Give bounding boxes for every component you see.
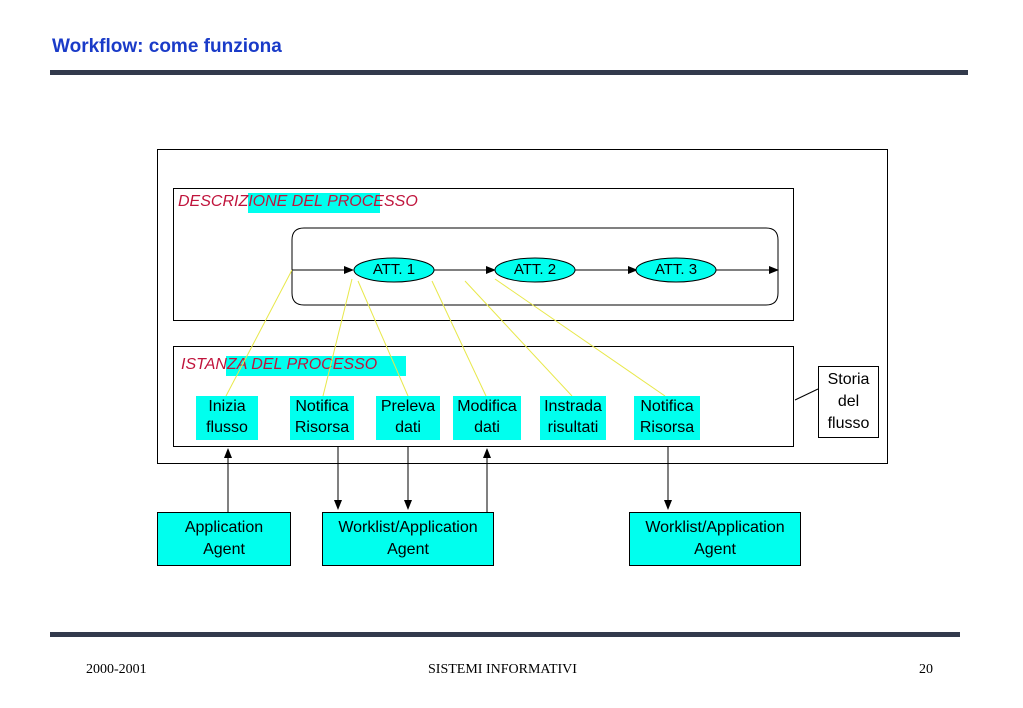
slide-title: Workflow: come funziona: [52, 36, 282, 57]
activity-label-2: ATT. 2: [513, 261, 557, 278]
process-description-box: [173, 188, 794, 321]
footer-page-number: 20: [919, 662, 933, 677]
footer-course: SISTEMI INFORMATIVI: [428, 662, 577, 677]
workflow-frame: [157, 149, 888, 464]
footer-year: 2000-2001: [86, 662, 147, 677]
history-link: [794, 388, 819, 401]
bottom-divider: [50, 632, 960, 637]
process-description-label: DESCRIZIONE DEL PROCESSO: [178, 193, 418, 213]
activity-ellipse-1: [353, 257, 435, 283]
activity-ellipse-2: [494, 257, 576, 283]
process-instance-box: [173, 346, 794, 447]
activity-ellipse-3: [635, 257, 717, 283]
activity-label-3: ATT. 3: [654, 261, 698, 278]
activity-step-connectors: [225, 269, 666, 397]
activity-label-1: ATT. 1: [372, 261, 416, 278]
process-instance-label: ISTANZA DEL PROCESSO: [181, 356, 406, 376]
top-divider: [50, 70, 968, 75]
